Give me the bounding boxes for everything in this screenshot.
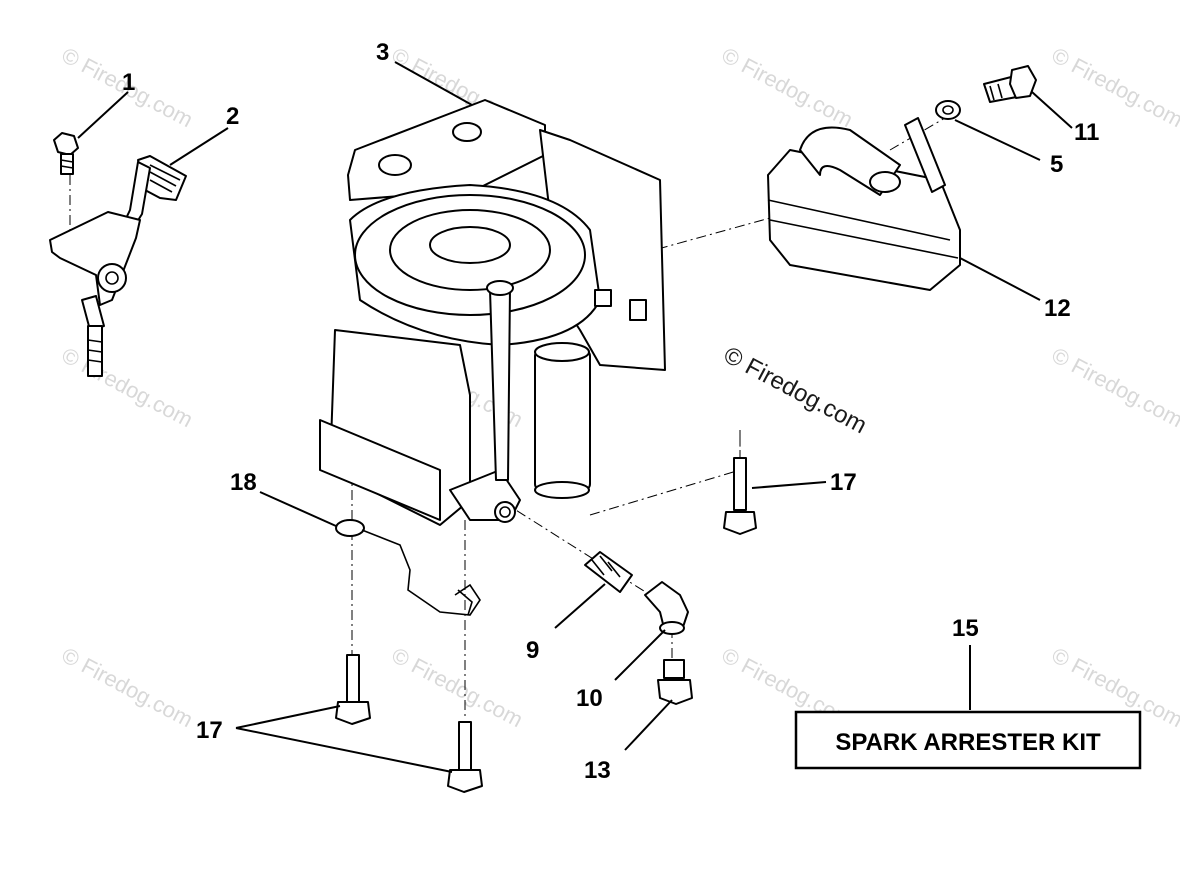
kit-label: SPARK ARRESTER KIT — [835, 729, 1101, 756]
callout-11: 11 — [1074, 119, 1099, 146]
part-10-elbow — [644, 581, 689, 635]
part-11-bolt — [983, 65, 1037, 103]
callout-1: 1 — [122, 69, 135, 96]
callout-18: 18 — [230, 469, 257, 496]
callout-17: 17 — [830, 469, 857, 496]
watermark-faint: © Firedog.com — [1048, 342, 1180, 432]
part-1-bolt — [53, 132, 79, 175]
part-13-plug — [657, 659, 693, 705]
part-17-bolt — [447, 721, 483, 793]
watermark-faint: © Firedog.com — [388, 642, 527, 732]
watermark-faint: © Firedog.com — [58, 342, 197, 432]
part-9-pipe-nipple — [584, 551, 633, 593]
callout-10: 10 — [576, 685, 603, 712]
callout-5: 5 — [1050, 151, 1063, 178]
callout-12: 12 — [1044, 295, 1071, 322]
part-17-bolt — [335, 654, 371, 725]
watermark-faint: © Firedog.com — [718, 42, 857, 132]
watermark-main: © Firedog.com — [719, 341, 871, 439]
part-17-bolt — [723, 457, 757, 535]
callout-17: 17 — [196, 717, 223, 744]
part-2-throttle-control — [49, 155, 187, 377]
leader-lines — [77, 61, 1073, 773]
callout-9: 9 — [526, 637, 539, 664]
callout-13: 13 — [584, 757, 611, 784]
callout-numbers: 1 2 3 11 5 12 17 18 9 10 13 15 17 — [122, 39, 1099, 784]
spark-arrester-kit-box: SPARK ARRESTER KIT — [794, 710, 1142, 770]
part-5-washer — [935, 100, 961, 120]
watermark-faint: © Firedog.com — [1048, 42, 1180, 132]
part-3-engine — [319, 99, 666, 526]
callout-2: 2 — [226, 103, 239, 130]
callout-15: 15 — [952, 615, 979, 642]
part-18-bracket — [335, 519, 481, 616]
part-12-muffler — [767, 117, 961, 291]
callout-3: 3 — [376, 39, 389, 66]
watermark-faint: © Firedog.com — [58, 642, 197, 732]
